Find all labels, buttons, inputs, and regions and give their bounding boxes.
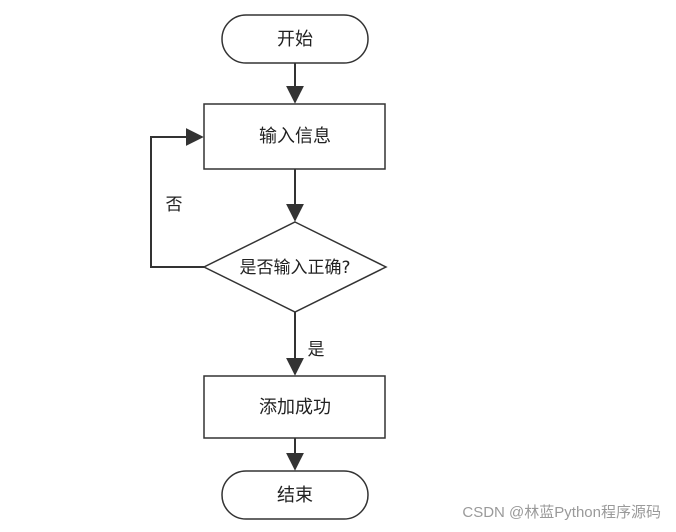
- start-node: 开始: [221, 14, 369, 64]
- end-node: 结束: [221, 470, 369, 520]
- add-success-node: 添加成功: [203, 375, 386, 439]
- label-no: 否: [166, 195, 183, 215]
- add-success-label: 添加成功: [259, 397, 331, 418]
- input-info-node: 输入信息: [203, 103, 386, 170]
- label-yes: 是: [308, 340, 325, 360]
- input-info-label: 输入信息: [259, 126, 331, 147]
- decision-label: 是否输入正确?: [239, 258, 350, 278]
- end-label: 结束: [277, 485, 313, 506]
- start-label: 开始: [277, 29, 313, 50]
- input-info-shape: [203, 103, 386, 170]
- add-success-shape: [203, 375, 386, 439]
- end-shape: [221, 470, 369, 520]
- decision-node: 是否输入正确?: [202, 221, 388, 313]
- arrow-loop-back: [150, 128, 204, 268]
- watermark-text: CSDN @林蓝Python程序源码: [462, 504, 661, 521]
